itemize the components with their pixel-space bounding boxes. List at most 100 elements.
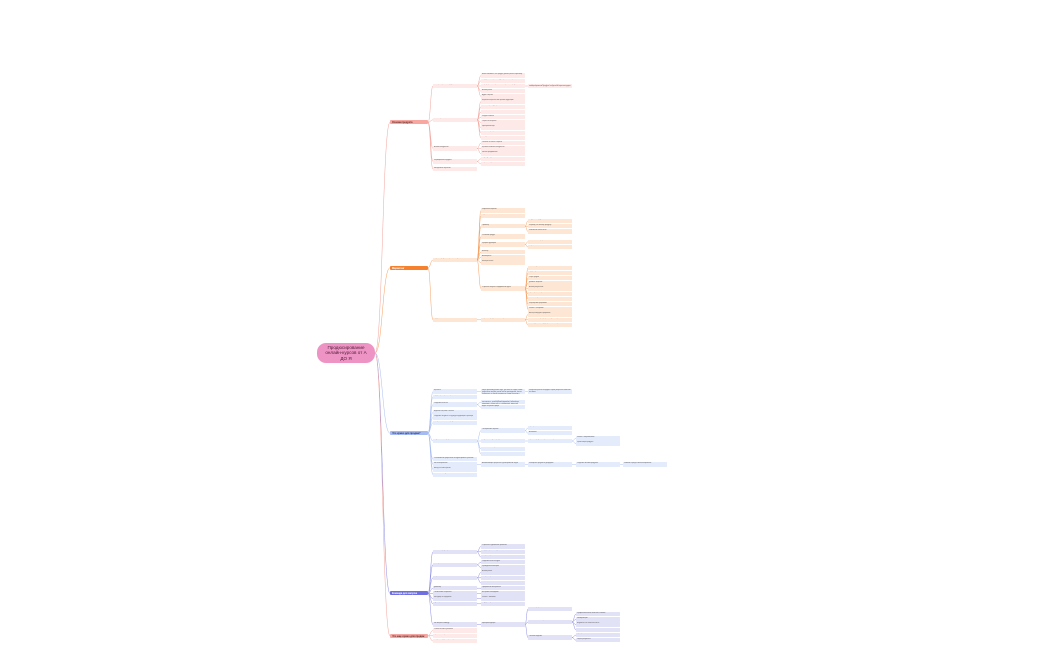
branch-2-level-3-node[interactable]: Контент-план и регулярность публикаций (528, 317, 572, 322)
branch-1-level-3-node[interactable]: Каждая целевая аудитория требует отдельн… (528, 83, 572, 89)
branch-2-level-3-node[interactable]: Контент-маркетинг (528, 296, 572, 302)
branch-3-level-1-node[interactable]: Подготовка к запуску (433, 438, 477, 444)
branch-2-level-2-node[interactable]: Стратегия запуска и продвижения курса (481, 286, 525, 291)
main-branch-5[interactable]: Что еще нужно для продаж курса? (390, 633, 428, 638)
branch-4-level-1-node[interactable]: Эксперт (433, 562, 477, 567)
branch-1-level-2-node[interactable]: Определение целевой аудитории и ее потре… (481, 78, 525, 83)
branch-3-level-1-node[interactable]: Работа с командой (433, 472, 477, 477)
branch-4-level-1-node[interactable]: Как выбрать команду (433, 622, 477, 627)
branch-4-level-2-node[interactable]: Аналитика (481, 580, 525, 586)
branch-4-level-4-node[interactable]: Оценка результата (576, 638, 620, 643)
main-branch-3[interactable]: Что нужно для продаж? (390, 431, 428, 436)
branch-4-level-3-node[interactable]: Опыт и портфолио (528, 606, 572, 612)
branch-2-level-2-node[interactable]: Прогрев аудитории (481, 242, 525, 247)
branch-1-level-2-node[interactable]: Опросы и интервью (481, 120, 525, 125)
branch-3-level-2-node[interactable]: Тестирование воронки (481, 428, 525, 433)
branch-3-level-2-node[interactable]: Какую проблему решает курс, для кого он … (481, 389, 525, 394)
branch-1-level-2-node[interactable]: Поведение клиентов (481, 135, 525, 141)
branch-2-level-3-node[interactable]: Дожим и закрытие (528, 281, 572, 286)
branch-3-level-3-node[interactable]: Повторные продажи и допродажи (528, 462, 572, 467)
branch-4-level-1-node[interactable]: Куратор (433, 601, 477, 606)
branch-2-level-2-node[interactable]: Разработка воронки (481, 208, 525, 213)
branch-1-level-2-node[interactable]: Форматы обучения (481, 161, 525, 167)
branch-3-level-4-node[interactable]: Создание линейки продуктов (576, 462, 620, 467)
branch-3-level-1-node[interactable]: Отслеживание результатов и корректировка… (433, 457, 477, 462)
branch-4-level-1-node[interactable]: Маркетолог (433, 575, 477, 580)
branch-2-level-3-node[interactable]: Недорогой продукт (528, 218, 572, 224)
branch-4-level-2-node[interactable]: Оформление материалов (481, 586, 525, 591)
main-branch-4[interactable]: Команда для запуска (390, 591, 428, 596)
branch-1-level-2-node[interactable]: Изучение потребностей целевой аудитории (481, 99, 525, 104)
branch-2-level-1-node[interactable]: Продвижение (433, 317, 477, 322)
branch-1-level-2-node[interactable]: Ценовая политика конкурентов (481, 146, 525, 151)
branch-4-level-3-node[interactable]: Тестовое задание (528, 635, 572, 640)
branch-2-level-2-node[interactable]: Трипваер (481, 224, 525, 229)
main-branch-2[interactable]: Маркетинг (390, 265, 428, 270)
branch-3-level-2-node[interactable]: Видео и прямые эфиры (481, 405, 525, 410)
branch-4-level-1-node[interactable]: Технический специалист (433, 591, 477, 596)
branch-1-level-1-node[interactable]: Формирование продукта (433, 159, 477, 164)
branch-2-level-3-node[interactable]: Контент-план прогрева (528, 239, 572, 244)
branch-2-level-2-node[interactable]: Основной продукт (481, 234, 525, 239)
branch-4-level-4-node[interactable]: Профессиональные качества и навыки (576, 612, 620, 617)
branch-3-level-2-node[interactable]: Аналитика и метрики (481, 446, 525, 451)
branch-5-level-1-node[interactable]: Отзывы и кейсы учеников (433, 628, 477, 633)
branch-4-level-2-node[interactable]: Стратегия и управление проектом (481, 544, 525, 549)
branch-3-level-3-node[interactable]: Скрипты продаж и обработка возражений (528, 438, 572, 444)
branch-2-level-2-node[interactable]: Лид-магнит (481, 213, 525, 218)
branch-4-level-2-node[interactable]: Проведение вебинаров (481, 565, 525, 570)
branch-4-level-1-node[interactable]: Основной продюсер (433, 549, 477, 554)
branch-2-level-1-node[interactable]: Воронка продаж и стратегия запуска (433, 257, 477, 263)
branch-4-level-2-node[interactable]: Настройка платформы (481, 591, 525, 596)
root-node[interactable]: Продюсирование онлайн-курсов от А ДО Я (317, 343, 375, 363)
branch-4-level-2-node[interactable]: Поддержка учеников (481, 601, 525, 606)
branch-2-level-3-node[interactable]: Этапы запуска (528, 265, 572, 270)
branch-4-level-2-node[interactable]: Контроль сроков (481, 554, 525, 560)
branch-1-level-2-node[interactable]: Каналы продвижения (481, 151, 525, 156)
branch-1-level-2-node[interactable]: Боли и желания клиентов (481, 109, 525, 115)
branch-3-level-2-node[interactable]: Контент-план и структура публикаций, рег… (481, 399, 525, 405)
branch-3-level-2-node[interactable]: Автоматизация процессов и делегирование … (481, 462, 525, 467)
branch-2-level-3-node[interactable]: Переход к основному продукту (528, 224, 572, 229)
branch-1-level-1-node[interactable]: Анализ конкурентов (433, 146, 477, 151)
branch-2-level-2-node[interactable]: Стратегия продвижения в соцсетях (481, 317, 525, 322)
branch-4-level-2-node[interactable]: Работа с заявками (481, 596, 525, 601)
branch-1-level-2-node[interactable]: Критерии выбора (481, 125, 525, 130)
branch-4-level-4-node[interactable]: Надежность и ответственность (576, 622, 620, 627)
branch-3-level-1-node[interactable]: Построение системы продаж (433, 420, 477, 425)
branch-2-level-3-node[interactable]: Повышение лояльности (528, 229, 572, 234)
branch-4-level-4-node[interactable]: Гибкость (576, 627, 620, 632)
branch-1-level-1-node[interactable]: Позиционирование продукта (433, 83, 477, 89)
branch-4-level-2-node[interactable]: Настройка рекламы (481, 575, 525, 580)
branch-3-level-1-node[interactable]: Выход на новые рынки (433, 467, 477, 472)
branch-2-level-3-node[interactable]: Сторителлинг и кейсы (528, 244, 572, 250)
branch-2-level-3-node[interactable]: Партнерские программы (528, 302, 572, 307)
branch-3-level-1-node[interactable]: Создание лендинга и структура продающей … (433, 415, 477, 420)
branch-3-level-4-node[interactable]: Презентация продукта (576, 441, 620, 446)
branch-2-level-2-node[interactable]: Email-рассылка (481, 260, 525, 265)
branch-4-level-4-node[interactable]: Проверка навыков (576, 632, 620, 638)
branch-2-level-2-node[interactable]: Вебинар (481, 250, 525, 255)
branch-2-level-3-node[interactable]: Выбор площадок и форматов (528, 312, 572, 317)
branch-4-level-1-node[interactable]: Менеджер по продажам (433, 596, 477, 601)
branch-1-level-1-node[interactable]: Анализ ЦА (433, 117, 477, 122)
branch-4-level-2-node[interactable]: Создание контента курса (481, 560, 525, 565)
branch-1-level-2-node[interactable]: Аудит и оценка (481, 94, 525, 99)
branch-2-level-2-node[interactable]: Автоворонка (481, 255, 525, 260)
branch-2-level-3-node[interactable]: Анализ результатов (528, 286, 572, 291)
branch-4-level-2-node[interactable]: Координация команды (481, 549, 525, 554)
branch-2-level-3-node[interactable]: Предзапуск (528, 270, 572, 276)
branch-1-level-2-node[interactable]: Источники трафика (481, 130, 525, 135)
branch-4-level-2-node[interactable]: Анализ рынка (481, 570, 525, 575)
branch-3-level-2-node[interactable]: Подготовка отдела продаж (481, 438, 525, 444)
branch-2-level-3-node[interactable]: Работа с блогерами (528, 307, 572, 312)
branch-3-level-4-node[interactable]: Работа с возражениями (576, 436, 620, 441)
branch-1-level-2-node[interactable]: Портрет клиента (481, 115, 525, 120)
branch-3-level-3-node[interactable]: Раскрытие ценности продукта через резуль… (528, 389, 572, 394)
branch-3-level-1-node[interactable]: Продающая презентация (433, 394, 477, 399)
branch-2-level-3-node[interactable]: Таргетированная реклама (528, 291, 572, 296)
branch-1-level-1-node[interactable]: Методология обучения (433, 167, 477, 172)
branch-3-level-1-node[interactable]: Ведение соцсетей и блогов (433, 410, 477, 415)
branch-3-level-3-node[interactable]: Проверка всех этапов (528, 425, 572, 431)
branch-4-level-4-node[interactable]: Коммуникация (576, 617, 620, 622)
